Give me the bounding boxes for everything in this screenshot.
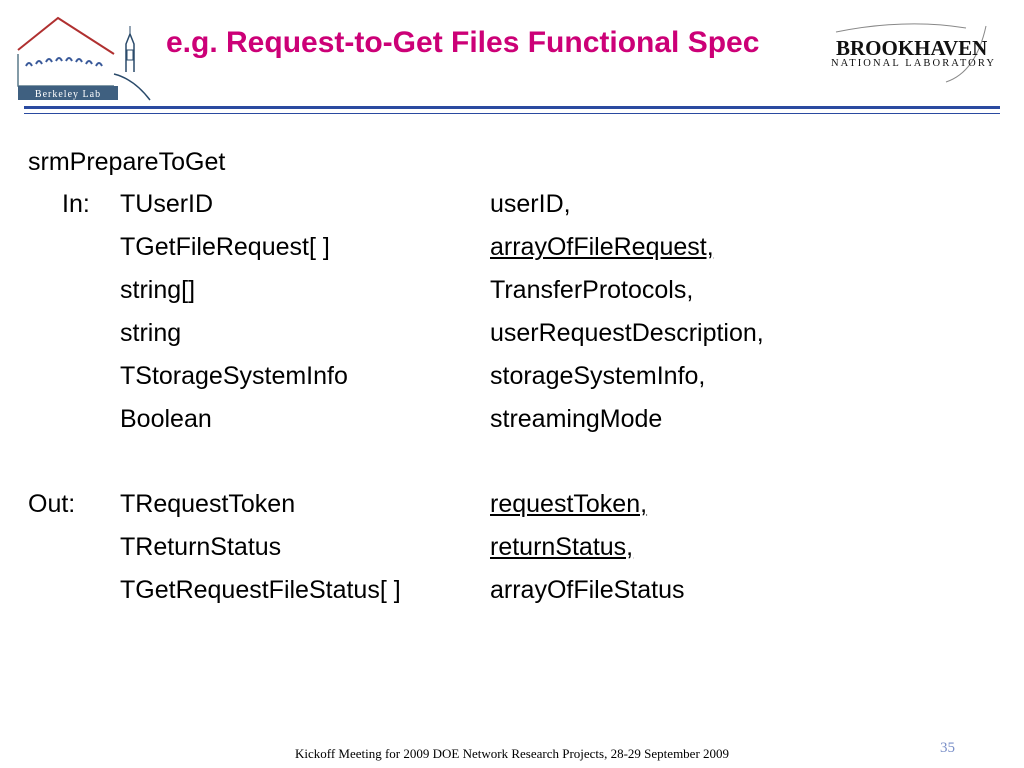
brookhaven-swoosh-icon: [835, 23, 987, 83]
brookhaven-logo-title: BROOKHAVEN: [836, 36, 988, 60]
function-name: srmPrepareToGet: [28, 148, 226, 176]
berkeley-lab-logo-text: Berkeley Lab: [35, 89, 101, 100]
berkeley-lab-logo-graphic: Berkeley Lab: [17, 16, 151, 101]
param-type: TReturnStatus: [120, 533, 282, 561]
param-name: arrayOfFileRequest,: [490, 233, 714, 261]
slide-title: e.g. Request-to-Get Files Functional Spe…: [166, 26, 760, 59]
param-name: requestToken,: [490, 490, 648, 518]
out-label: Out:: [28, 490, 76, 518]
param-type: string: [120, 319, 182, 347]
param-name: userRequestDescription,: [490, 319, 764, 347]
footer-text: Kickoff Meeting for 2009 DOE Network Res…: [294, 746, 730, 761]
header-divider-thin: [24, 113, 1000, 114]
header-divider-thick: [24, 106, 1000, 109]
param-type: string[]: [120, 276, 196, 304]
berkeley-lab-logo: Berkeley Lab: [14, 14, 154, 104]
param-type: TGetRequestFileStatus[ ]: [120, 576, 401, 604]
param-name: userID,: [490, 190, 571, 218]
param-type: TStorageSystemInfo: [120, 362, 348, 390]
param-name: TransferProtocols,: [490, 276, 694, 304]
brookhaven-logo: BROOKHAVEN NATIONAL LABORATORY: [826, 22, 1016, 90]
param-name: arrayOfFileStatus: [490, 576, 685, 604]
brookhaven-logo-subtitle: NATIONAL LABORATORY: [831, 58, 997, 69]
param-type: TGetFileRequest[ ]: [120, 233, 330, 261]
param-name: returnStatus,: [490, 533, 634, 561]
param-type: TRequestToken: [120, 490, 296, 518]
in-label: In:: [62, 190, 90, 218]
param-name: streamingMode: [490, 405, 663, 433]
param-name: storageSystemInfo,: [490, 362, 706, 390]
param-type: Boolean: [120, 405, 212, 433]
param-type: TUserID: [120, 190, 214, 218]
page-number: 35: [940, 740, 955, 756]
